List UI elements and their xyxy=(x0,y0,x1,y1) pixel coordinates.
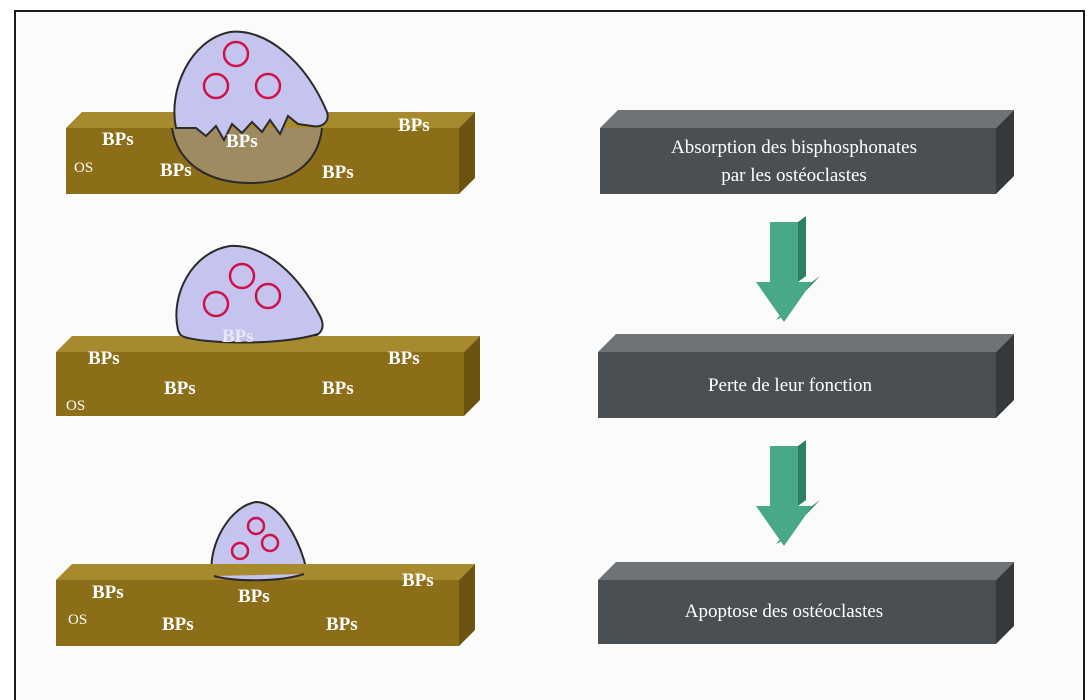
step-3-line-1: Apoptose des ostéoclastes xyxy=(685,601,883,622)
step-2-line-1: Perte de leur fonction xyxy=(708,375,873,396)
bps-label-2d: BPs xyxy=(322,378,354,399)
bps-label-3e: BPs xyxy=(326,614,358,635)
down-arrow-1 xyxy=(756,216,820,322)
step-box-1: Absorption des bisphosphonates par les o… xyxy=(600,110,1014,194)
os-label-3: OS xyxy=(68,612,87,628)
bps-label-2a: BPs xyxy=(88,348,120,369)
bps-label-3d: BPs xyxy=(162,614,194,635)
step-box-3: Apoptose des ostéoclastes xyxy=(598,562,1014,644)
bps-label-2c: BPs xyxy=(164,378,196,399)
bps-label-1d: BPs xyxy=(160,160,192,181)
step-box-1-top xyxy=(600,110,1014,128)
bps-label-3a: BPs xyxy=(92,582,124,603)
step-box-2: Perte de leur fonction xyxy=(598,334,1014,418)
bps-label-1c: BPs xyxy=(398,115,430,136)
bps-label-1a: BPs xyxy=(102,129,134,150)
os-label-2: OS xyxy=(66,398,85,414)
bps-label-3c: BPs xyxy=(402,570,434,591)
osteoclast-cell-1 xyxy=(174,32,327,140)
down-arrow-2-side xyxy=(798,440,806,506)
bps-label-1b: BPs xyxy=(226,131,258,152)
down-arrow-2 xyxy=(756,440,820,546)
bps-label-2b: BPs xyxy=(388,348,420,369)
step-box-3-top xyxy=(598,562,1014,580)
bps-label-2-cell: BPs xyxy=(222,326,254,347)
step-1-line-2: par les ostéoclastes xyxy=(721,165,867,186)
os-label-1: OS xyxy=(74,160,93,176)
bps-label-1e: BPs xyxy=(322,162,354,183)
down-arrow-1-side xyxy=(798,216,806,282)
step-box-2-top xyxy=(598,334,1014,352)
bps-label-3b: BPs xyxy=(238,586,270,607)
step-1-line-1: Absorption des bisphosphonates xyxy=(671,137,917,158)
